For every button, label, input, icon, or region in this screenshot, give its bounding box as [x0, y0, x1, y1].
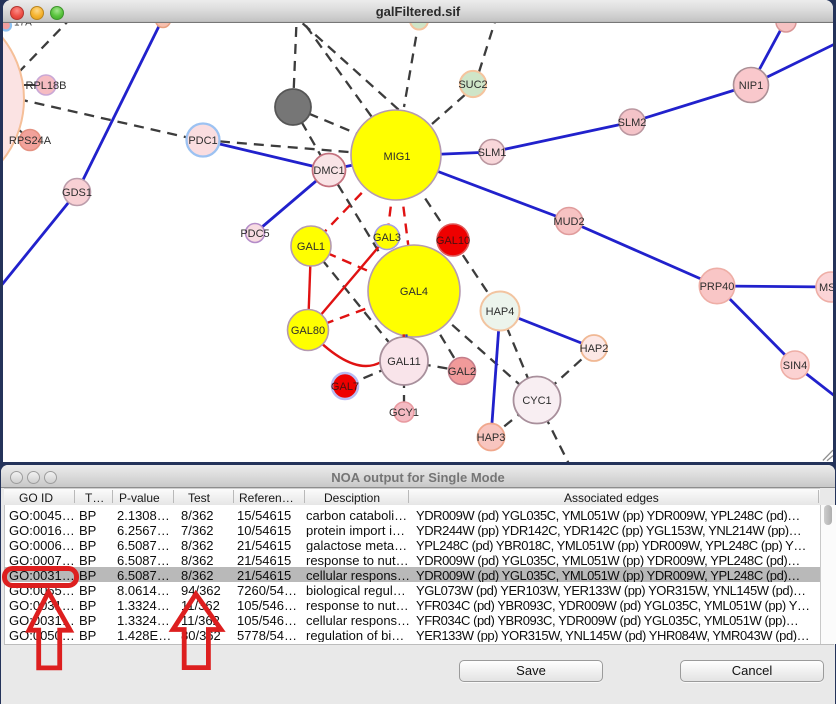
svg-text:PRP40: PRP40 — [700, 281, 735, 293]
svg-text:RPL18B: RPL18B — [26, 80, 67, 92]
svg-text:SLM2: SLM2 — [618, 117, 647, 129]
svg-text:PDC1: PDC1 — [188, 135, 217, 147]
svg-text:GAL1: GAL1 — [297, 241, 325, 253]
svg-text:GCY1: GCY1 — [389, 407, 419, 419]
svg-text:CYC1: CYC1 — [522, 395, 551, 407]
svg-text:NIP1: NIP1 — [739, 80, 763, 92]
svg-text:GAL2: GAL2 — [448, 366, 476, 378]
svg-text:GAL7: GAL7 — [331, 381, 359, 393]
svg-text:GAL11: GAL11 — [387, 356, 420, 368]
svg-text:RPS24A: RPS24A — [9, 135, 52, 147]
svg-text:HAP2: HAP2 — [580, 343, 609, 355]
svg-text:MSL1: MSL1 — [819, 282, 833, 294]
svg-text:GAL3: GAL3 — [373, 232, 401, 244]
svg-text:HAP4: HAP4 — [486, 306, 515, 318]
svg-text:MIG1: MIG1 — [384, 151, 411, 163]
svg-text:GDS1: GDS1 — [62, 187, 92, 199]
svg-text:SIN4: SIN4 — [783, 360, 807, 372]
svg-text:GAL80: GAL80 — [291, 325, 325, 337]
svg-text:GAL4: GAL4 — [400, 286, 428, 298]
svg-text:HAP3: HAP3 — [477, 432, 506, 444]
svg-text:PDC5: PDC5 — [240, 228, 269, 240]
svg-text:SUC2: SUC2 — [458, 79, 487, 91]
svg-text:GAL10: GAL10 — [436, 235, 470, 247]
svg-text:MUD2: MUD2 — [553, 216, 584, 228]
svg-text:DMC1: DMC1 — [313, 165, 344, 177]
svg-text:SLM1: SLM1 — [478, 147, 507, 159]
svg-text:17A: 17A — [14, 23, 32, 29]
